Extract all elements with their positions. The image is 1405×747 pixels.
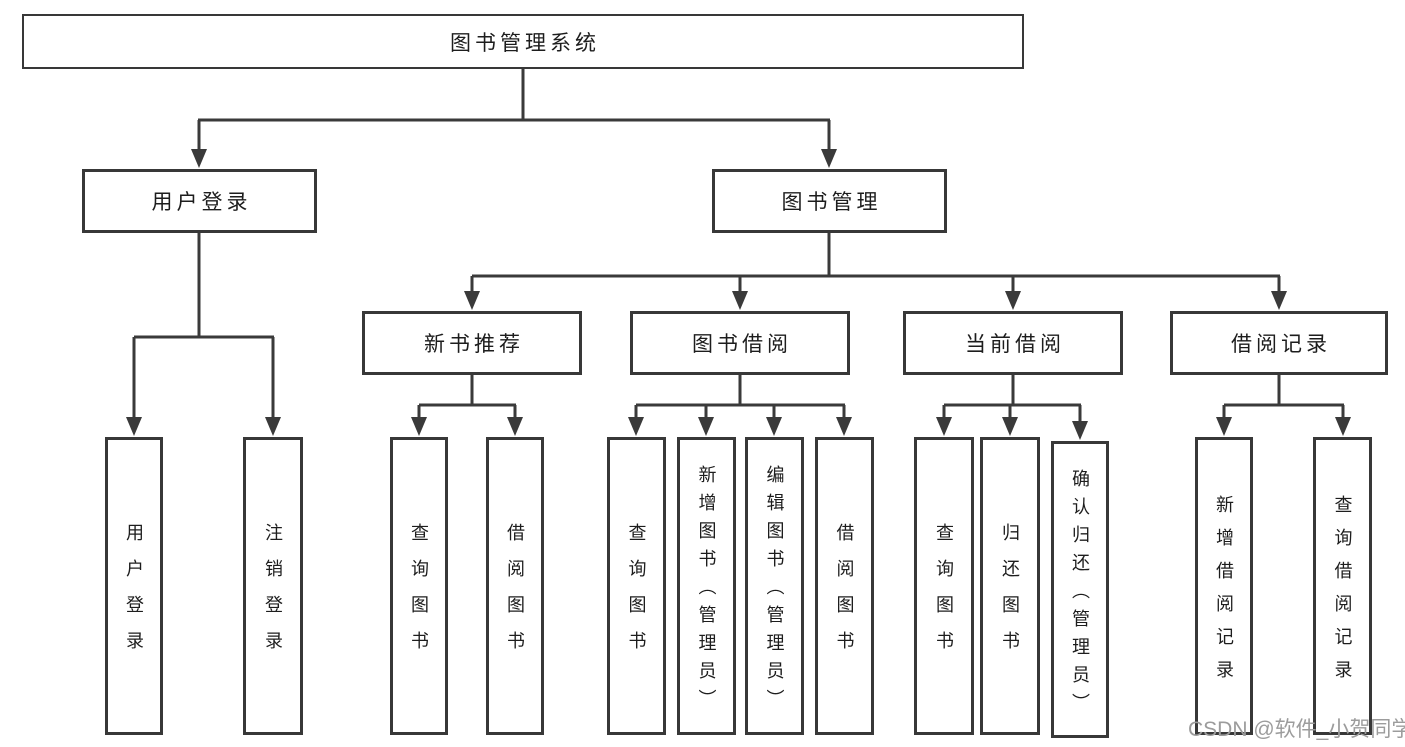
leaf-logout: 注销登录 [243,437,303,735]
node-new-book-recommend-label: 新书推荐 [424,333,524,356]
node-root: 图书管理系统 [22,14,1024,69]
leaf-user-login: 用户登录 [105,437,163,735]
leaf-query-books-current: 查询图书 [914,437,974,735]
leaf-query-books-borrow: 查询图书 [607,437,666,735]
leaf-add-books-admin: 新增图书（管理员） [677,437,736,735]
leaf-query-borrow-record: 查询借阅记录 [1313,437,1372,735]
node-current-borrow: 当前借阅 [903,311,1123,375]
leaf-borrow-books-newbooks: 借阅图书 [486,437,544,735]
node-root-label: 图书管理系统 [450,31,600,55]
node-borrow-records: 借阅记录 [1170,311,1388,375]
node-borrow-records-label: 借阅记录 [1231,333,1331,356]
leaf-add-borrow-record: 新增借阅记录 [1195,437,1253,735]
leaf-query-books-newbooks: 查询图书 [390,437,448,735]
leaf-borrow-books-borrow: 借阅图书 [815,437,874,735]
leaf-confirm-return-admin: 确认归还（管理员） [1051,441,1109,738]
node-new-book-recommend: 新书推荐 [362,311,582,375]
node-book-management: 图书管理 [712,169,947,233]
node-book-borrow-label: 图书借阅 [692,333,792,356]
node-book-management-label: 图书管理 [781,191,882,214]
leaf-return-books: 归还图书 [980,437,1040,735]
node-current-borrow-label: 当前借阅 [965,333,1065,356]
leaf-edit-books-admin: 编辑图书（管理员） [745,437,804,735]
node-book-borrow: 图书借阅 [630,311,850,375]
watermark: CSDN @软件_小贺同学 [1188,718,1405,741]
node-user-login: 用户登录 [82,169,317,233]
node-user-login-label: 用户登录 [151,191,252,214]
